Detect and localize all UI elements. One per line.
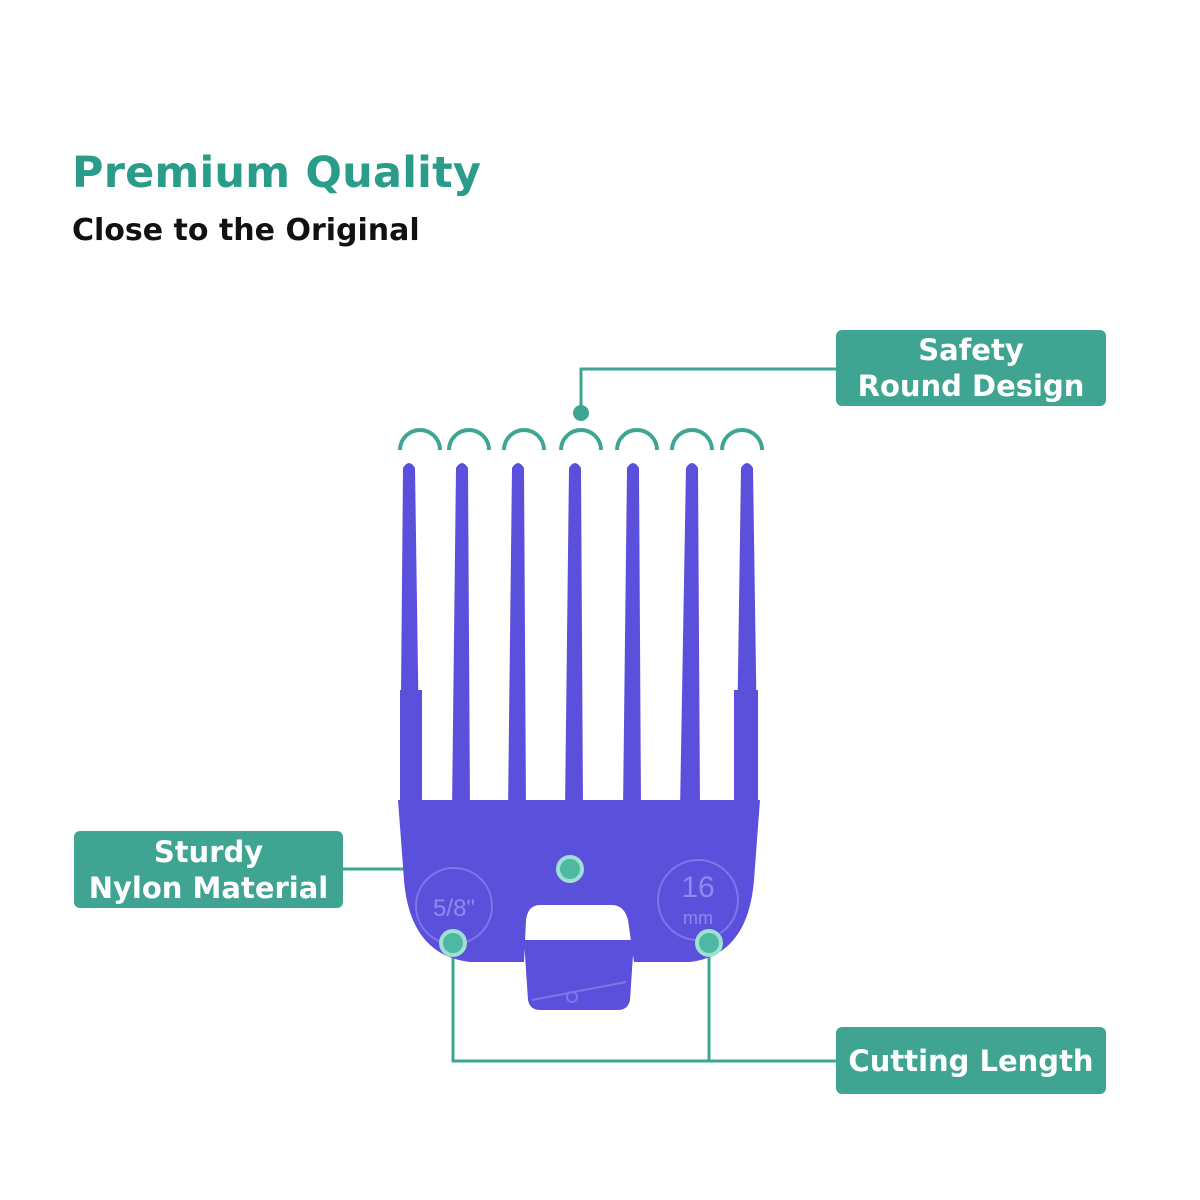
tab-ridge <box>531 981 627 1001</box>
comb-tooth <box>565 463 583 810</box>
guard-number-text: 5 <box>562 895 588 947</box>
nylon-label-line2: Nylon Material <box>88 870 329 905</box>
safety-round-design-label: Safety Round Design <box>836 330 1106 406</box>
mm-unit-text: mm <box>683 908 713 928</box>
tip-arc <box>670 428 714 451</box>
page-title: Premium Quality <box>72 148 482 198</box>
cutting-callout-dot-right <box>695 929 723 957</box>
callout-dots <box>439 405 723 957</box>
comb-tooth <box>508 463 526 810</box>
safety-leader-line <box>579 367 836 412</box>
cutting-length-label: Cutting Length <box>836 1027 1106 1094</box>
comb-tooth <box>680 463 700 810</box>
tip-arc <box>398 428 442 451</box>
comb-tab <box>524 940 634 1010</box>
tip-arc <box>615 428 659 451</box>
page-subtitle: Close to the Original <box>72 213 420 248</box>
nylon-label-line1: Sturdy <box>153 834 264 869</box>
round-tip-arcs <box>398 428 764 451</box>
sturdy-nylon-material-label: Sturdy Nylon Material <box>74 831 343 908</box>
tip-arc <box>447 428 491 451</box>
safety-label-line2: Round Design <box>857 369 1085 403</box>
safety-label-line1: Safety <box>918 333 1024 367</box>
comb-side-rail-right <box>734 690 758 820</box>
clipper-guard-comb <box>398 463 760 1010</box>
comb-side-rail-left <box>400 690 422 820</box>
inch-mark-text: 5/8" <box>433 895 475 922</box>
comb-tooth <box>623 463 641 810</box>
tip-arc <box>720 428 764 451</box>
tip-arc <box>559 428 603 451</box>
nylon-callout-dot <box>556 855 584 883</box>
cutting-callout-dot-left <box>439 929 467 957</box>
comb-tooth <box>452 463 470 810</box>
mm-value-text: 16 <box>681 871 714 904</box>
tip-arc <box>502 428 546 451</box>
safety-callout-dot <box>573 405 589 421</box>
tab-dot <box>566 991 578 1003</box>
cutting-label-text: Cutting Length <box>848 1043 1094 1078</box>
